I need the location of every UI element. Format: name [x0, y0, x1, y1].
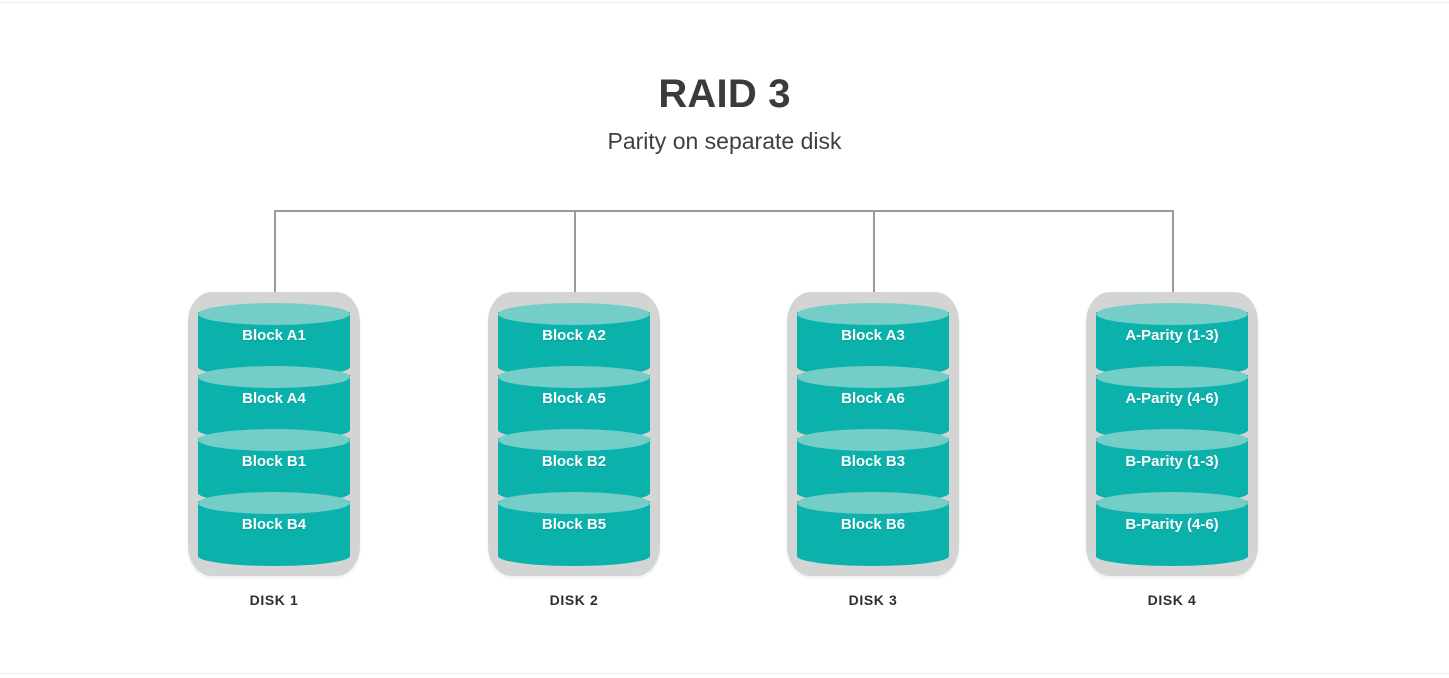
block-top-ellipse: [1096, 303, 1248, 325]
block-top-ellipse: [498, 366, 650, 388]
top-divider: [0, 2, 1449, 3]
block-label: Block B6: [840, 516, 906, 533]
disk-1-block-stack: Block A1 Block A4 Block B1 Block B4: [198, 303, 350, 566]
controller-drop-line-1: [274, 210, 276, 322]
block-label: Block B1: [241, 453, 307, 470]
block-top-ellipse: [1096, 366, 1248, 388]
block-top-ellipse: [198, 366, 350, 388]
block-top-ellipse: [797, 303, 949, 325]
block-label: A-Parity (4-6): [1125, 390, 1219, 407]
disk-3-block-stack: Block A3 Block A6 Block B3 Block B6: [797, 303, 949, 566]
block-top-ellipse: [797, 366, 949, 388]
block-top-ellipse: [498, 492, 650, 514]
block-label: Block B2: [541, 453, 607, 470]
block-top-ellipse: [198, 429, 350, 451]
block-label: Block B5: [541, 516, 607, 533]
block-top-ellipse: [198, 492, 350, 514]
block-label: A-Parity (1-3): [1125, 327, 1219, 344]
controller-drop-line-3: [873, 210, 875, 322]
disk-3-block-2[interactable]: Block A6: [797, 366, 949, 440]
block-label: Block A2: [542, 327, 606, 344]
block-label: Block A3: [841, 327, 905, 344]
block-top-ellipse: [498, 303, 650, 325]
disk-2-block-4[interactable]: Block B5: [498, 492, 650, 566]
block-label: B-Parity (1-3): [1125, 453, 1219, 470]
block-top-ellipse: [797, 429, 949, 451]
page-title: RAID 3: [658, 72, 791, 116]
block-top-ellipse: [498, 429, 650, 451]
page-subtitle: Parity on separate disk: [607, 128, 842, 154]
block-label: Block B3: [840, 453, 906, 470]
disk-2-block-stack: Block A2 Block A5 Block B2 Block B5: [498, 303, 650, 566]
block-label: Block A1: [242, 327, 306, 344]
controller-drop-line-2: [574, 210, 576, 322]
block-top-ellipse: [198, 303, 350, 325]
block-top-ellipse: [1096, 492, 1248, 514]
block-label: Block A4: [242, 390, 306, 407]
block-label: Block B4: [241, 516, 307, 533]
disk-4-block-stack: A-Parity (1-3) A-Parity (4-6) B-Parity (…: [1096, 303, 1248, 566]
disk-2-label: DISK 2: [549, 592, 599, 608]
disk-3-label: DISK 3: [848, 592, 898, 608]
block-label: B-Parity (4-6): [1125, 516, 1219, 533]
disk-4-block-4[interactable]: B-Parity (4-6): [1096, 492, 1248, 566]
block-label: Block A6: [841, 390, 905, 407]
disk-4-label: DISK 4: [1147, 592, 1197, 608]
block-top-ellipse: [1096, 429, 1248, 451]
bottom-divider: [0, 673, 1449, 674]
block-label: Block A5: [542, 390, 606, 407]
controller-drop-line-4: [1172, 210, 1174, 322]
disk-3-block-4[interactable]: Block B6: [797, 492, 949, 566]
disk-1-label: DISK 1: [249, 592, 299, 608]
controller-bus-line: [274, 210, 1172, 212]
disk-1-block-4[interactable]: Block B4: [198, 492, 350, 566]
block-top-ellipse: [797, 492, 949, 514]
